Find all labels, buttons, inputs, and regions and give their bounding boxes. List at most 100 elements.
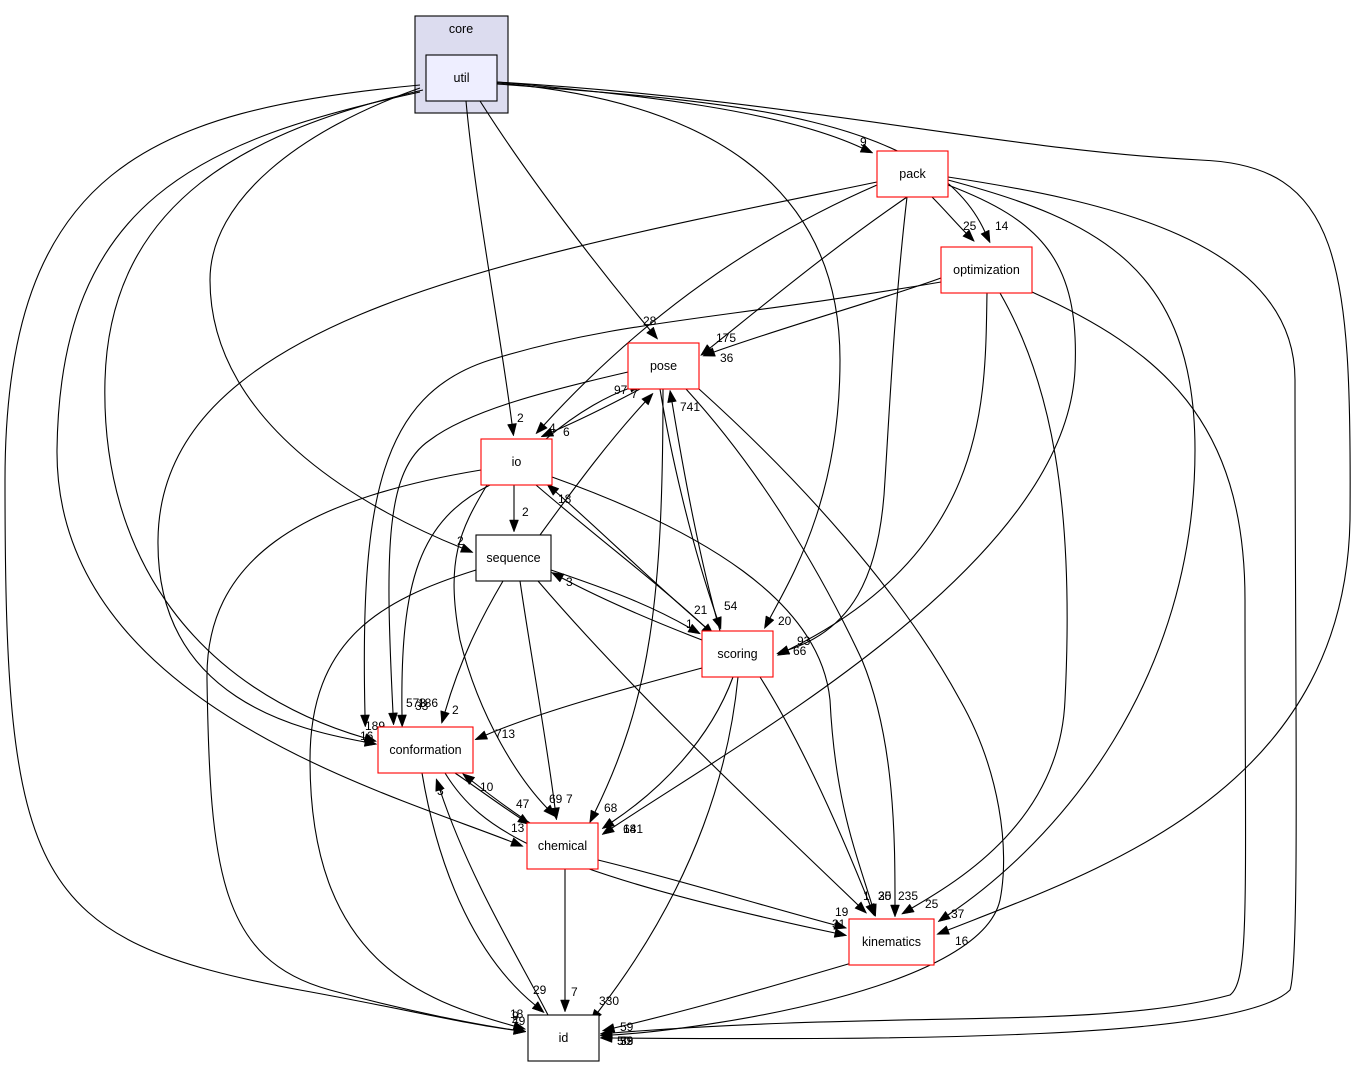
edge-pack-to-kinematics: 37: [937, 179, 1196, 923]
edge-optimization-to-scoring: 66: [776, 292, 988, 658]
edge-line: [611, 176, 1297, 1040]
node-box[interactable]: [848, 918, 935, 966]
node-box[interactable]: [480, 438, 553, 486]
node-label: id: [559, 1031, 569, 1045]
edge-label: 235: [898, 889, 918, 903]
edge-pack-to-io: 4: [535, 184, 878, 435]
edge-pose-to-id: 53: [599, 388, 1005, 1048]
edge-arrowhead: [962, 229, 975, 243]
edge-conformation-to-kinematics: 31: [444, 772, 848, 938]
edge-label: 14: [995, 219, 1009, 233]
node-pack[interactable]: pack: [876, 150, 949, 198]
edge-label: 21: [694, 603, 708, 617]
edge-arrowhead: [550, 807, 560, 821]
node-io[interactable]: io: [480, 438, 553, 486]
edge-util-to-optimization: 14: [496, 83, 1009, 244]
edge-label: 16: [955, 934, 969, 948]
node-box[interactable]: [876, 150, 949, 198]
edge-chemical-to-id: 7: [560, 868, 578, 1013]
edge-label: 66: [793, 644, 807, 658]
edge-scoring-to-io: 18: [546, 483, 711, 632]
edge-line: [551, 476, 873, 906]
edge-scoring-to-conformation: 713: [474, 667, 703, 741]
node-pose[interactable]: pose: [627, 342, 700, 390]
edge-line: [671, 401, 721, 632]
node-util[interactable]: util: [425, 54, 498, 102]
node-conformation[interactable]: conformation: [377, 726, 474, 774]
nodes: util pack optimization pose io sequence scorin…: [377, 54, 1033, 1062]
edge-label: 4: [549, 421, 556, 435]
edge-label: 578: [406, 696, 426, 710]
edge-pack-to-optimization: 25: [931, 196, 977, 243]
edge-label: 713: [495, 727, 515, 741]
node-sequence[interactable]: sequence: [475, 534, 552, 582]
node-scoring[interactable]: scoring: [701, 630, 774, 678]
edge-arrowhead: [388, 712, 398, 726]
edge-optimization-to-pose: 36: [702, 277, 942, 365]
node-box[interactable]: [627, 342, 700, 390]
edge-conformation-to-chemical: 47: [454, 772, 531, 825]
edge-line: [309, 569, 515, 1027]
edge-arrowhead: [601, 817, 615, 830]
node-box[interactable]: [701, 630, 774, 678]
node-box[interactable]: [526, 822, 599, 870]
edge-line: [611, 184, 1076, 829]
edge-line: [787, 292, 988, 651]
node-box[interactable]: [475, 534, 552, 582]
edge-line: [485, 667, 703, 736]
edge-label: 25: [963, 219, 977, 233]
edge-label: 186: [418, 696, 438, 710]
edge-scoring-to-id: 330: [590, 676, 739, 1023]
edge-io-to-pose: 97: [545, 383, 642, 440]
node-box[interactable]: [527, 1014, 600, 1062]
edge-arrowhead: [550, 572, 565, 583]
node-box[interactable]: [425, 54, 498, 102]
edge-util-to-conformation: 189: [104, 89, 424, 743]
cluster-label: core: [449, 22, 473, 36]
edge-arrowhead: [510, 837, 524, 847]
edge-label: 2: [522, 505, 529, 519]
edge-pose-to-chemical: 68: [589, 388, 664, 824]
edge-util-to-kinematics: 16: [496, 81, 1351, 948]
node-label: kinematics: [862, 935, 921, 949]
node-box[interactable]: [377, 726, 474, 774]
edge-kinematics-to-id: 59: [601, 961, 856, 1034]
edge-label: 25: [925, 897, 939, 911]
node-kinematics[interactable]: kinematics: [848, 918, 935, 966]
edge-label: 9: [512, 1009, 519, 1023]
edge-line: [537, 580, 859, 906]
edge-line: [594, 388, 664, 813]
edge-line: [388, 371, 629, 714]
node-box[interactable]: [940, 246, 1033, 294]
edge-arrowhead: [776, 645, 791, 656]
edge-arrowhead: [900, 903, 915, 915]
edge-line: [496, 81, 1351, 931]
edge-arrowhead: [641, 392, 654, 406]
edge-line: [611, 676, 734, 823]
edge-label: 10: [480, 780, 494, 794]
node-label: pack: [899, 167, 926, 181]
edge-label: 35: [878, 889, 892, 903]
edge-line: [444, 580, 504, 713]
edge-arrowhead: [601, 823, 615, 835]
edge-arrowhead: [507, 423, 517, 437]
edge-line: [555, 491, 711, 632]
edge-line: [206, 469, 515, 1031]
edge-id-to-conformation: 3: [435, 777, 549, 1016]
edge-label: 741: [680, 400, 700, 414]
edge-label: 9: [860, 135, 867, 149]
node-label: util: [454, 71, 470, 85]
edge-label: 68: [604, 801, 618, 815]
node-id[interactable]: id: [527, 1014, 600, 1062]
edge-line: [479, 100, 651, 331]
edge-arrowhead: [687, 623, 702, 635]
edge-line: [611, 388, 1005, 1036]
edge-arrowhead: [474, 730, 489, 740]
edge-scoring-to-sequence: 3: [550, 572, 703, 641]
node-optimization[interactable]: optimization: [940, 246, 1033, 294]
edge-line: [931, 196, 967, 234]
edge-label: 36: [720, 351, 734, 365]
node-chemical[interactable]: chemical: [526, 822, 599, 870]
edge-label: 20: [778, 614, 792, 628]
edge-arrowhead: [937, 910, 951, 923]
